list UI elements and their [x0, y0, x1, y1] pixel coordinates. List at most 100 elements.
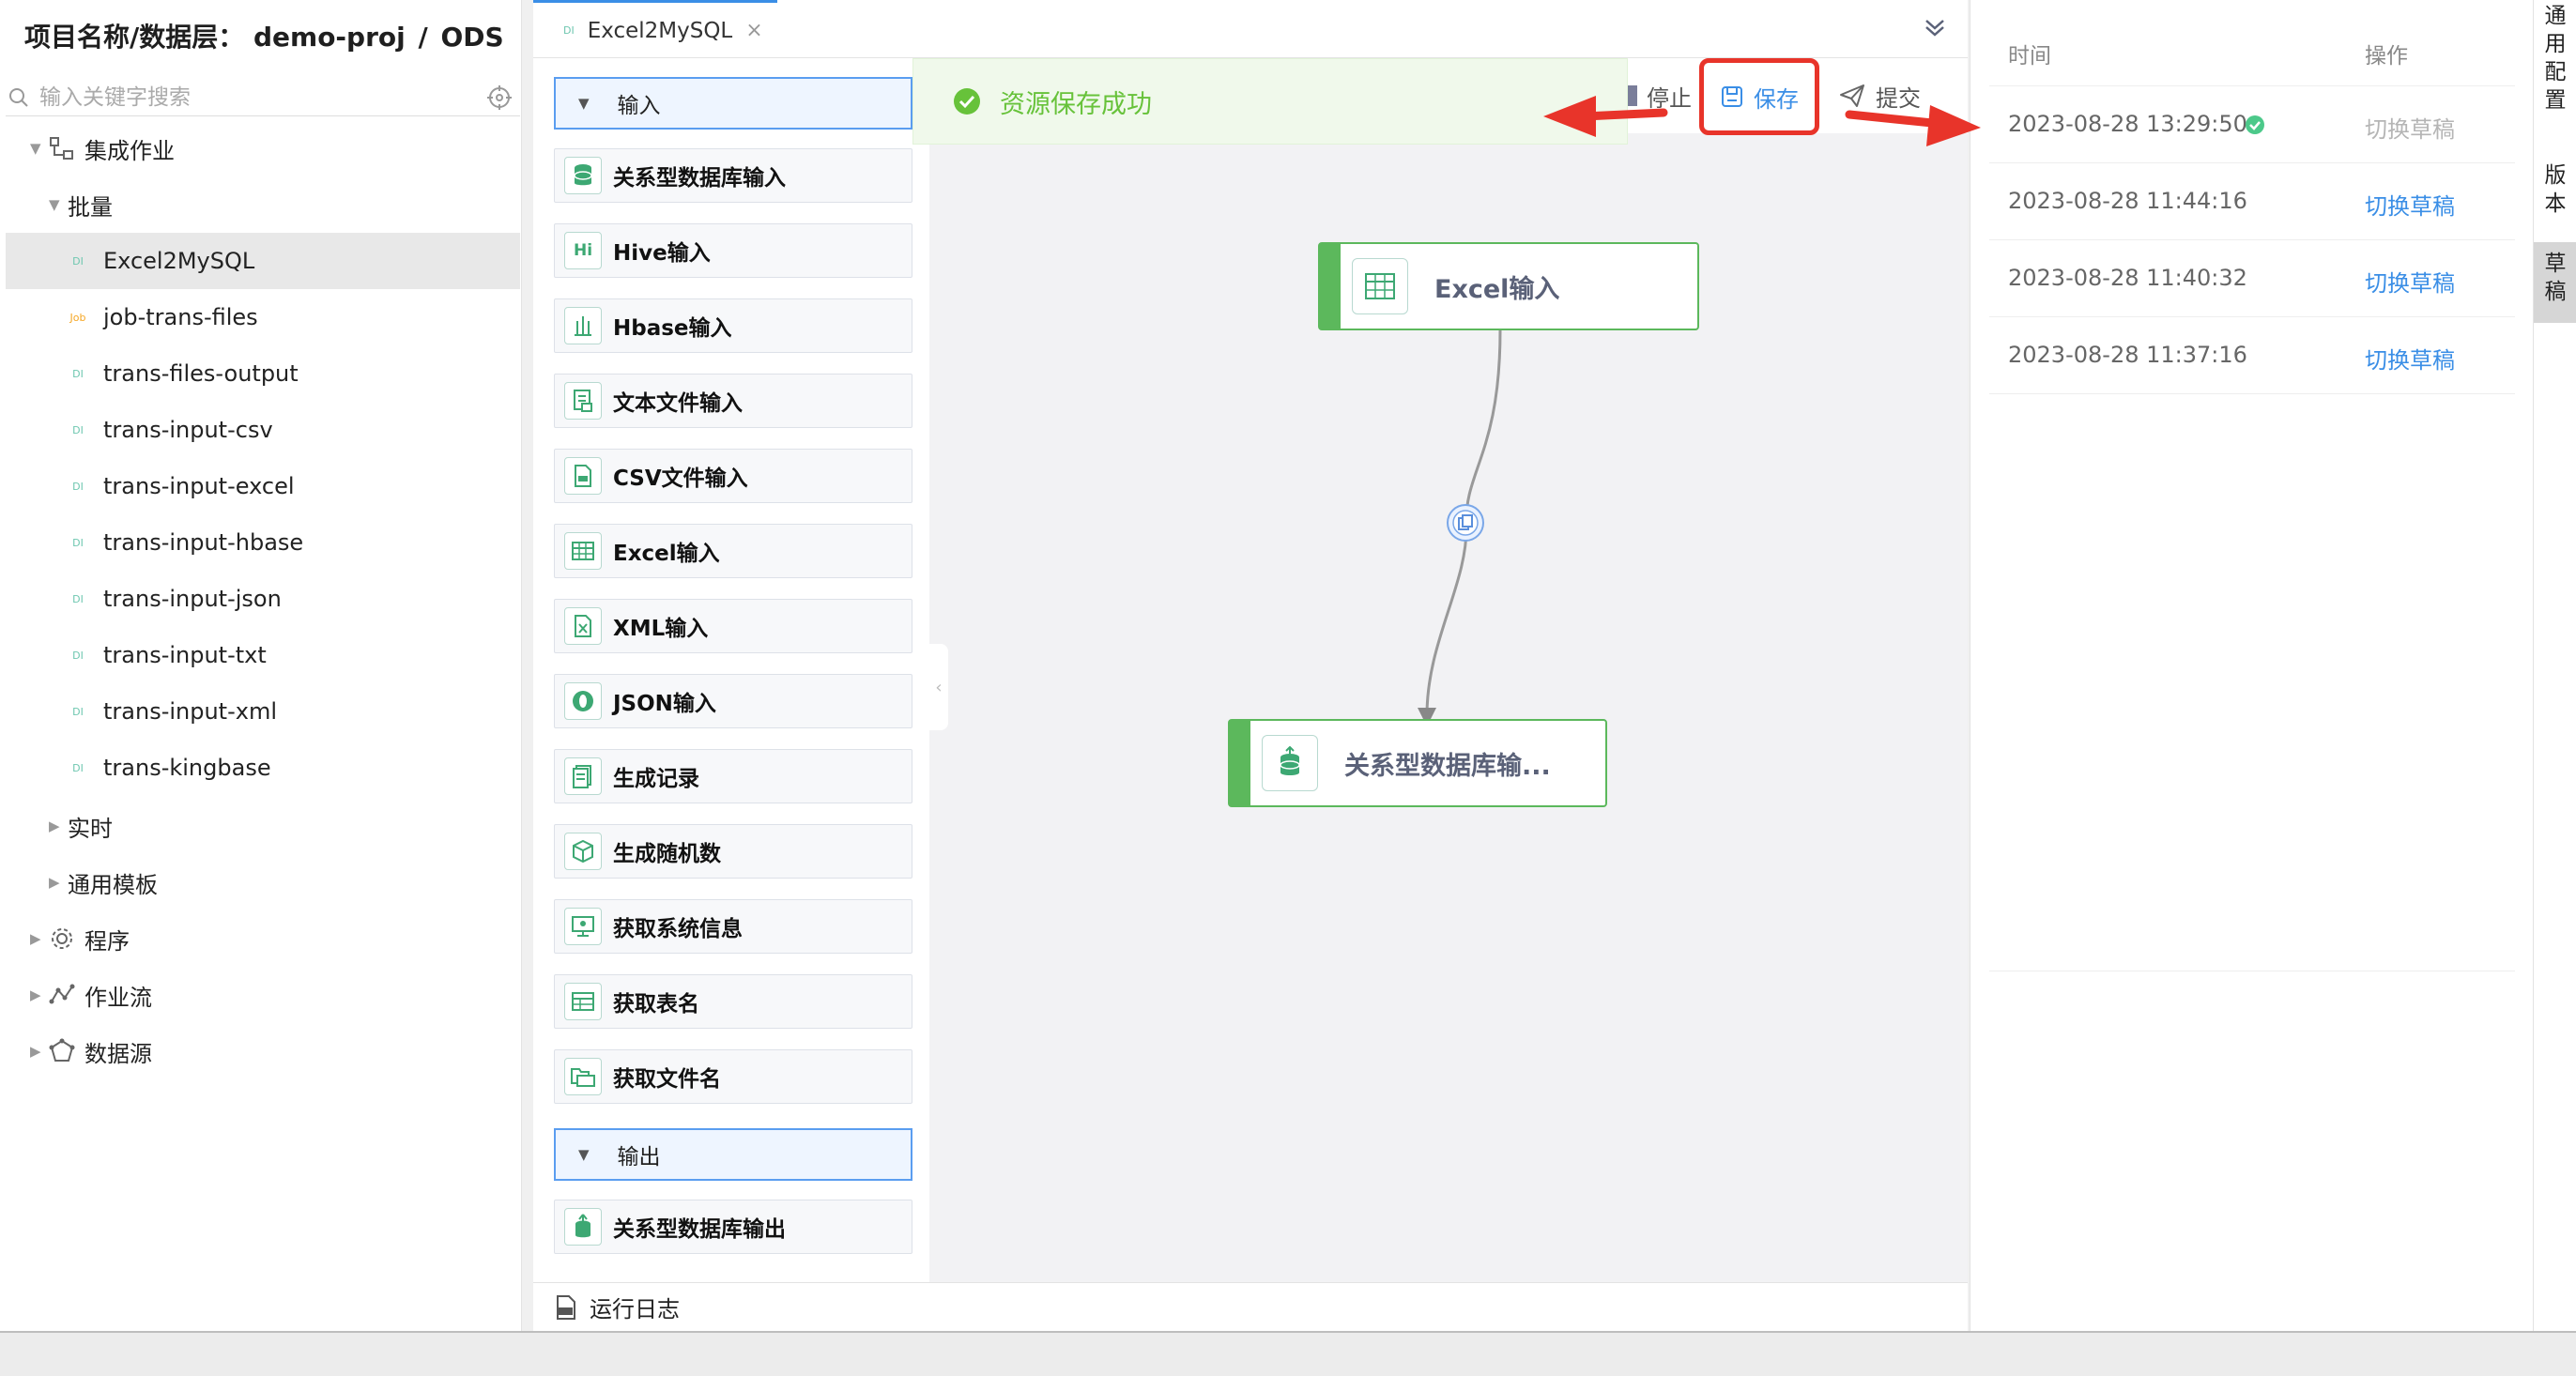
tree-node-workflow[interactable]: ▶ 作业流 — [6, 967, 520, 1023]
version-time: 2023-08-28 11:37:16 — [2008, 342, 2247, 368]
caret-right-icon[interactable]: ▶ — [30, 986, 41, 1003]
locate-icon[interactable] — [486, 84, 513, 111]
tree-node-integration-job[interactable]: ▼ 集成作业 — [6, 120, 520, 176]
submit-button[interactable]: 提交 — [1838, 71, 1921, 120]
chevron-left-icon[interactable]: ‹ — [935, 677, 943, 697]
run-log-bar[interactable]: 运行日志 — [533, 1282, 1968, 1331]
component-label: Excel输入 — [613, 542, 720, 566]
component-label: 获取系统信息 — [613, 917, 743, 941]
component-get-table-names[interactable]: 获取表名 — [554, 974, 912, 1029]
collapse-palette-handle[interactable]: ‹ — [929, 644, 948, 730]
file-type-tag: DI — [72, 705, 84, 718]
component-json-input[interactable]: JSON输入 — [554, 674, 912, 728]
tree-node-program[interactable]: ▶ 程序 — [6, 910, 520, 967]
save-button[interactable]: 保存 — [1699, 58, 1819, 135]
component-generate-records[interactable]: 生成记录 — [554, 749, 912, 803]
caret-right-icon[interactable]: ▶ — [30, 1043, 41, 1060]
component-palette: ▼ 输入 关系型数据库输入 Hi Hive输入 Hbase输入 文本文件输入 C… — [533, 58, 929, 1282]
version-row: 2023-08-28 11:37:16 切换草稿 — [1989, 317, 2515, 394]
component-get-file-names[interactable]: 获取文件名 — [554, 1049, 912, 1104]
tree-item-trans-input-xml[interactable]: DI trans-input-xml — [6, 683, 520, 740]
tree-label: 批量 — [68, 193, 113, 221]
group-input-header[interactable]: ▼ 输入 — [554, 77, 912, 130]
stop-button[interactable]: 停止 — [1628, 71, 1692, 120]
success-toast: 资源保存成功 — [912, 58, 1628, 145]
side-tab-general-config[interactable]: 通 用 配 置 — [2534, 0, 2576, 143]
double-chevron-down-icon[interactable] — [1921, 13, 1949, 41]
component-generate-random[interactable]: 生成随机数 — [554, 824, 912, 879]
file-type-tag: DI — [72, 536, 84, 549]
caret-down-icon[interactable]: ▼ — [30, 140, 41, 157]
side-tab-char: 通 — [2544, 4, 2567, 28]
tree-item-trans-input-hbase[interactable]: DI trans-input-hbase — [6, 514, 520, 571]
tree-item-trans-files-output[interactable]: DI trans-files-output — [6, 345, 520, 402]
db-icon — [564, 157, 602, 194]
hbase-icon — [564, 307, 602, 344]
tree-item-trans-input-txt[interactable]: DI trans-input-txt — [6, 627, 520, 683]
tree-item-excel2mysql[interactable]: DI Excel2MySQL — [6, 233, 520, 289]
tree-item-trans-input-excel[interactable]: DI trans-input-excel — [6, 458, 520, 514]
node-label: 关系型数据库输... — [1344, 751, 1551, 781]
switch-draft-link[interactable]: 切换草稿 — [2365, 270, 2455, 297]
tree-node-batch[interactable]: ▼ 批量 — [6, 176, 520, 233]
side-tab-draft[interactable]: 草 稿 — [2534, 242, 2576, 323]
tab-excel2mysql[interactable]: DI Excel2MySQL × — [533, 0, 777, 58]
tree-node-templates[interactable]: ▶ 通用模板 — [6, 854, 520, 910]
node-rdb-input[interactable]: 关系型数据库输... — [1228, 719, 1607, 807]
save-icon — [1720, 84, 1754, 109]
component-hive-input[interactable]: Hi Hive输入 — [554, 223, 912, 278]
search-input[interactable] — [39, 82, 471, 114]
switch-draft-link[interactable]: 切换草稿 — [2365, 347, 2455, 374]
component-rdb-output[interactable]: 关系型数据库输出 — [554, 1200, 912, 1254]
node-excel-input[interactable]: Excel输入 — [1318, 242, 1699, 330]
datasource-icon — [49, 1038, 75, 1064]
switch-draft-link[interactable]: 切换草稿 — [2365, 193, 2455, 220]
file-type-tag: DI — [72, 367, 84, 380]
side-tab-char: 稿 — [2544, 280, 2567, 304]
copy-link-icon[interactable] — [1446, 503, 1485, 543]
caret-right-icon[interactable]: ▶ — [30, 930, 41, 947]
tree-item-trans-input-json[interactable]: DI trans-input-json — [6, 571, 520, 627]
caret-down-icon[interactable]: ▼ — [578, 1146, 590, 1163]
draft-version-panel: 时间 操作 2023-08-28 13:29:50 切换草稿 2023-08-2… — [1970, 0, 2533, 1331]
caret-right-icon[interactable]: ▶ — [49, 874, 60, 891]
file-type-tag: DI — [72, 761, 84, 774]
component-rdb-input[interactable]: 关系型数据库输入 — [554, 148, 912, 203]
component-text-file-input[interactable]: 文本文件输入 — [554, 374, 912, 428]
component-get-system-info[interactable]: 获取系统信息 — [554, 899, 912, 954]
caret-down-icon[interactable]: ▼ — [49, 196, 60, 213]
project-name: demo-proj — [253, 22, 406, 53]
tree-item-trans-kingbase[interactable]: DI trans-kingbase — [6, 740, 520, 796]
tree-label: trans-kingbase — [103, 755, 271, 781]
tree-node-datasource[interactable]: ▶ 数据源 — [6, 1023, 520, 1079]
tree-label: 作业流 — [84, 984, 152, 1011]
component-label: CSV文件输入 — [613, 466, 748, 491]
tree-item-job-trans-files[interactable]: Job job-trans-files — [6, 289, 520, 345]
component-hbase-input[interactable]: Hbase输入 — [554, 298, 912, 353]
file-type-tag: DI — [72, 423, 84, 436]
project-layer: ODS — [440, 22, 504, 53]
group-label: 输入 — [617, 94, 661, 118]
close-icon[interactable]: × — [745, 19, 763, 42]
component-excel-input[interactable]: Excel输入 — [554, 524, 912, 578]
db-output-icon — [564, 1208, 602, 1246]
component-csv-file-input[interactable]: CSV文件输入 — [554, 449, 912, 503]
switch-draft-link: 切换草稿 — [2365, 116, 2455, 143]
tree-label: 实时 — [68, 815, 113, 842]
tree-label: Excel2MySQL — [103, 248, 255, 274]
component-label: 生成记录 — [613, 767, 699, 791]
group-label: 输出 — [617, 1145, 661, 1170]
caret-down-icon[interactable]: ▼ — [578, 95, 590, 112]
project-label: 项目名称/数据层： — [24, 22, 245, 53]
tree-item-trans-input-csv[interactable]: DI trans-input-csv — [6, 402, 520, 458]
group-output-header[interactable]: ▼ 输出 — [554, 1128, 912, 1181]
save-label: 保存 — [1754, 85, 1799, 113]
component-xml-input[interactable]: XML输入 — [554, 599, 912, 653]
submit-label: 提交 — [1876, 84, 1921, 112]
tree-label: trans-input-hbase — [103, 529, 304, 556]
stop-icon — [1628, 85, 1637, 106]
tree-node-realtime[interactable]: ▶ 实时 — [6, 798, 520, 854]
caret-right-icon[interactable]: ▶ — [49, 818, 60, 834]
side-tab-version[interactable]: 版 本 — [2534, 156, 2576, 233]
csv-file-icon — [564, 457, 602, 495]
